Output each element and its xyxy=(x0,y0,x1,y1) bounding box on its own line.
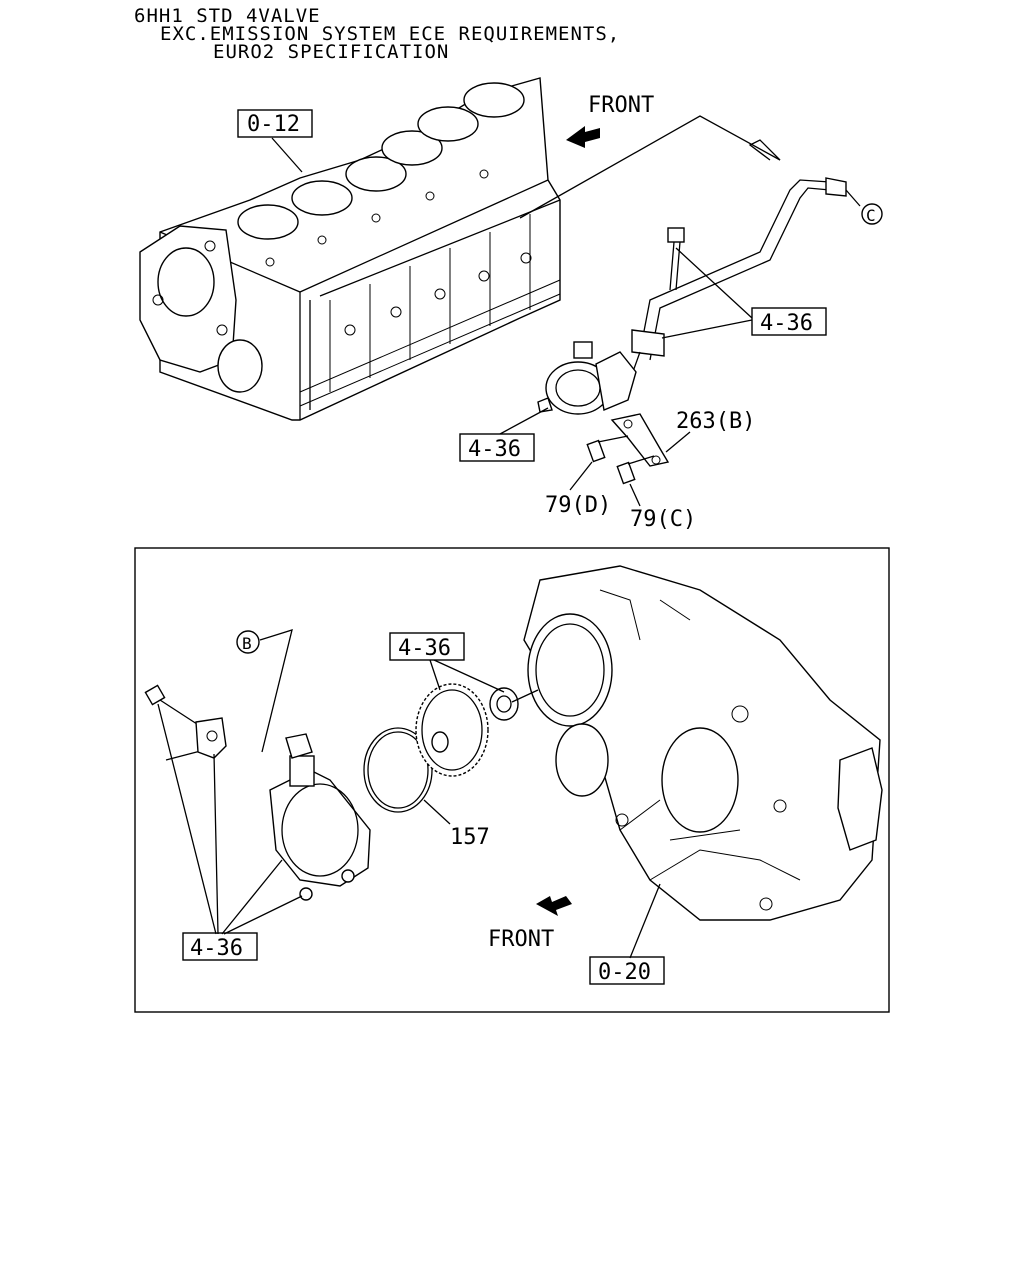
callout-4-36-pump-detail-label: 4-36 xyxy=(190,936,243,961)
front-direction-indicator-top: FRONT xyxy=(566,93,654,148)
banjo-bolt-drawing xyxy=(667,227,685,291)
oil-pipe-drawing: C xyxy=(639,139,883,361)
callout-263b-label: 263(B) xyxy=(676,409,755,434)
callout-0-12-label: 0-12 xyxy=(247,112,300,137)
reference-c-circle xyxy=(861,203,883,225)
front-direction-indicator-detail: FRONT xyxy=(488,896,572,952)
callout-pipe-bolt: 4-36 xyxy=(661,247,827,339)
callout-157-label: 157 xyxy=(450,825,490,850)
bolt-79c-drawing xyxy=(616,455,655,507)
bracket-drawing xyxy=(610,413,691,467)
detail-bolt-drawing xyxy=(144,684,227,761)
callout-4-36-pump-label: 4-36 xyxy=(468,437,521,462)
gear-housing-drawing xyxy=(523,565,883,921)
bolt-79d-drawing xyxy=(569,435,629,491)
pump-gear-drawing xyxy=(415,683,519,777)
callout-0-20-label: 0-20 xyxy=(598,960,651,985)
diagram-header: 6HH1 STD 4VALVE EXC.EMISSION SYSTEM ECE … xyxy=(134,5,620,63)
callout-block: 0-12 xyxy=(237,109,313,173)
o-ring-drawing xyxy=(363,727,451,825)
reference-b-marker: B xyxy=(236,629,293,753)
callout-gear: 4-36 xyxy=(389,632,505,693)
header-spec-line-1: EXC.EMISSION SYSTEM ECE REQUIREMENTS, xyxy=(160,23,620,45)
front-label-detail: FRONT xyxy=(488,927,554,952)
detail-view-frame xyxy=(134,547,890,1013)
vacuum-pump-top-drawing xyxy=(537,341,637,415)
callout-housing: 0-20 xyxy=(589,883,665,985)
callout-pump-detail: 4-36 xyxy=(157,703,303,961)
front-arrow-icon-detail xyxy=(536,896,572,916)
reference-c-label: C xyxy=(866,206,876,225)
callout-79c-label: 79(C) xyxy=(630,507,696,532)
vacuum-pump-detail-drawing xyxy=(269,733,371,901)
callout-pump-top: 4-36 xyxy=(459,407,549,462)
callout-4-36-gear-label: 4-36 xyxy=(398,636,451,661)
callout-79d-label: 79(D) xyxy=(545,493,611,518)
header-spec-line-2: EURO2 SPECIFICATION xyxy=(213,41,449,63)
callout-4-36-pipe-label: 4-36 xyxy=(760,311,813,336)
front-label-top: FRONT xyxy=(588,93,654,118)
header-model: 6HH1 STD 4VALVE xyxy=(134,5,321,27)
front-arrow-icon xyxy=(566,126,600,148)
reference-b-label: B xyxy=(242,634,252,653)
cylinder-block-drawing xyxy=(139,77,561,421)
